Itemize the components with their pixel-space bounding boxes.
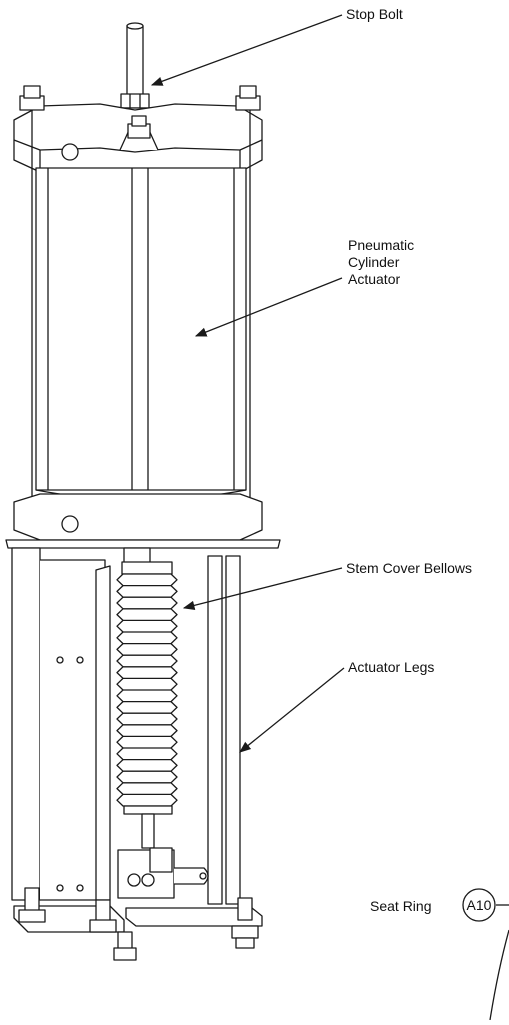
actuator-legs [11, 547, 241, 905]
callout-pneumatic-line2: Cylinder [348, 254, 400, 270]
callout-pneumatic-cylinder-actuator: Pneumatic Cylinder Actuator [348, 237, 414, 288]
leader-lines [150, 14, 509, 906]
callout-seat-ring: Seat Ring [370, 898, 432, 914]
bottom-cap [5, 493, 281, 565]
seat-ring-badge-circle [462, 888, 496, 922]
base-plate [13, 887, 263, 961]
callout-pneumatic-line3: Actuator [348, 271, 401, 287]
callout-actuator-legs: Actuator Legs [348, 659, 435, 675]
callout-stem-cover-bellows: Stem Cover Bellows [346, 560, 473, 576]
stem-coupling [117, 847, 209, 899]
seat-ring-badge: A10 [466, 897, 492, 913]
stop-bolt [115, 22, 155, 119]
callout-stop-bolt: Stop Bolt [346, 6, 403, 22]
pneumatic-cylinder [31, 110, 251, 501]
top-cap [13, 85, 263, 173]
stem-cover-bellows [116, 561, 178, 849]
seat-ring-arc [489, 929, 509, 1021]
callout-pneumatic-line1: Pneumatic [348, 237, 415, 253]
